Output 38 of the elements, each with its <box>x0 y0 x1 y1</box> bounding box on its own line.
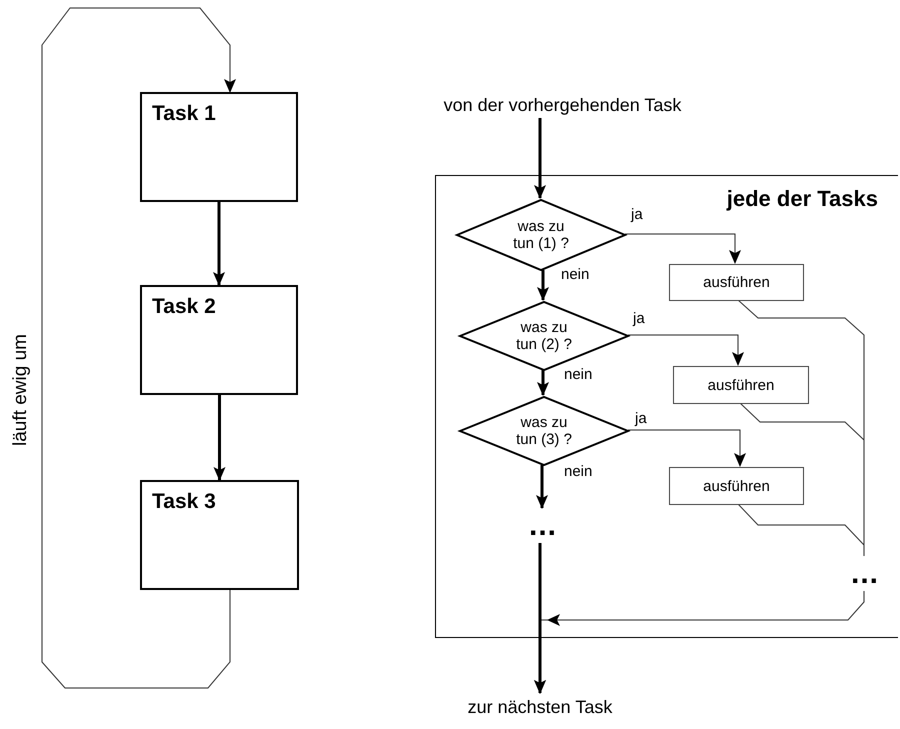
task-title: Task 2 <box>152 295 216 319</box>
edge-label: ja <box>630 206 644 223</box>
decision-text: was zu tun (2) ? <box>515 318 573 354</box>
connector-line <box>738 504 864 556</box>
arrow <box>534 542 546 694</box>
arrow <box>42 8 236 688</box>
ellipsis: ... <box>850 559 879 589</box>
decision-diamond <box>459 396 629 466</box>
decision-text: was zu tun (1) ? <box>512 218 570 252</box>
process-box <box>140 92 298 202</box>
edge-label: ja <box>634 410 648 427</box>
flow-text: von der vorhergehenden Task <box>444 94 682 116</box>
process-box <box>673 366 809 404</box>
process-text: ausführen <box>703 478 770 494</box>
flow-text: zur nächsten Task <box>468 696 612 718</box>
task-title: Task 3 <box>152 490 216 514</box>
ellipsis: ... <box>528 511 557 541</box>
decision-text: was zu tun (3) ? <box>515 414 573 448</box>
arrow <box>537 270 549 301</box>
process-box <box>669 264 804 301</box>
edge-label: läuft ewig um <box>10 334 32 446</box>
arrow <box>624 234 741 264</box>
arrow <box>537 370 549 396</box>
edge-label: ja <box>632 310 646 327</box>
arrow <box>628 334 744 366</box>
process-box <box>140 285 298 395</box>
arrow <box>534 118 546 199</box>
process-box <box>140 480 299 590</box>
frame-heading: jede der Tasks <box>726 186 878 212</box>
process-text: ausführen <box>703 274 770 291</box>
process-box <box>669 467 804 505</box>
group-frame <box>435 175 898 638</box>
arrow <box>628 430 746 467</box>
arrow <box>536 465 548 509</box>
arrow <box>213 202 225 286</box>
process-text: ausführen <box>708 376 774 394</box>
arrow <box>214 395 226 481</box>
task-title: Task 1 <box>152 102 216 126</box>
